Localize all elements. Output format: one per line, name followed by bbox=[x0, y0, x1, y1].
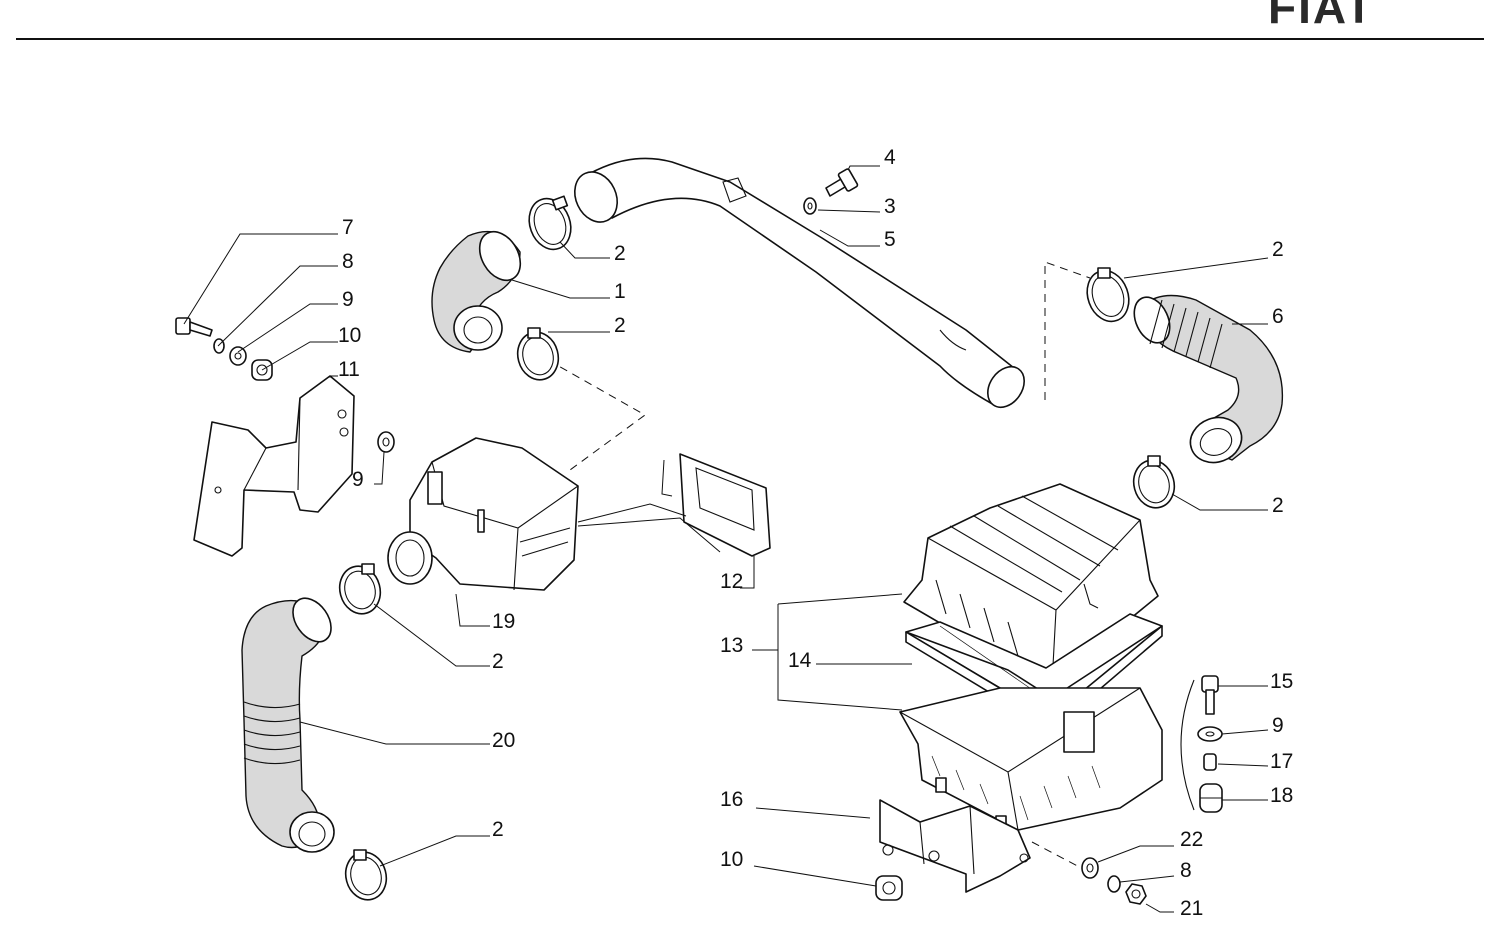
callout-12: 12 bbox=[720, 570, 743, 593]
callout-10a: 10 bbox=[338, 324, 361, 347]
callout-2e: 2 bbox=[492, 650, 504, 673]
callout-4: 4 bbox=[884, 146, 896, 169]
callout-14: 14 bbox=[788, 649, 812, 672]
callout-15: 15 bbox=[1270, 670, 1293, 693]
part-air-flow-meter-19 bbox=[387, 437, 579, 591]
part-filter-housing bbox=[899, 687, 1163, 831]
part-clamp-2-right-top bbox=[1086, 267, 1130, 323]
callout-22: 22 bbox=[1180, 828, 1203, 851]
part-nut-21 bbox=[1125, 883, 1147, 905]
callout-20: 20 bbox=[492, 729, 515, 752]
part-washer-9-right bbox=[1197, 726, 1223, 742]
callout-9b: 9 bbox=[352, 468, 364, 491]
assembly-dashed-lines bbox=[547, 261, 1091, 871]
callout-3: 3 bbox=[884, 195, 896, 218]
part-spacer-17 bbox=[1203, 753, 1217, 771]
part-washer-3 bbox=[803, 197, 817, 215]
part-bolt-15 bbox=[1201, 675, 1219, 715]
part-clamp-2-upper bbox=[528, 195, 572, 251]
callout-6: 6 bbox=[1272, 305, 1284, 328]
part-gasket-12 bbox=[679, 453, 771, 557]
part-spring-washer-8-bottom bbox=[1107, 875, 1121, 893]
part-washer-22 bbox=[1081, 857, 1099, 879]
callout-19: 19 bbox=[492, 610, 515, 633]
part-elbow-hose-1 bbox=[431, 230, 522, 353]
callout-16: 16 bbox=[720, 788, 743, 811]
brand-logo: FIAT bbox=[1268, 0, 1394, 24]
part-clamp-2-right-low bbox=[1132, 455, 1176, 509]
callout-17: 17 bbox=[1270, 750, 1293, 773]
callout-13: 13 bbox=[720, 634, 743, 657]
leader-lines bbox=[183, 165, 1269, 913]
callout-11: 11 bbox=[338, 358, 360, 381]
part-clamp-2-left bbox=[338, 563, 382, 615]
part-group-bracket bbox=[1180, 679, 1195, 811]
callout-10b: 10 bbox=[720, 848, 743, 871]
callout-2f: 2 bbox=[492, 818, 504, 841]
brand-logo-text: FIAT bbox=[1268, 0, 1375, 24]
part-clamp-2-bottom bbox=[344, 849, 388, 901]
callout-2a: 2 bbox=[614, 242, 626, 265]
part-washer-9-mid bbox=[377, 431, 395, 453]
callout-labels: 4 3 5 2 1 2 2 6 2 7 8 9 10 11 9 12 19 2 … bbox=[338, 146, 1293, 920]
part-clamp-2-mid bbox=[516, 327, 560, 381]
part-bolt-4 bbox=[825, 168, 859, 197]
part-bolt-7 bbox=[175, 317, 213, 337]
callout-8b: 8 bbox=[1180, 859, 1192, 882]
header-rule bbox=[16, 38, 1484, 40]
part-washer-9-left bbox=[229, 346, 247, 366]
part-intake-tube bbox=[574, 157, 1025, 409]
callout-5: 5 bbox=[884, 228, 896, 251]
callout-2d: 2 bbox=[1272, 494, 1284, 517]
callout-8a: 8 bbox=[342, 250, 354, 273]
callout-1: 1 bbox=[614, 280, 626, 303]
part-bracket-11 bbox=[193, 375, 355, 557]
callout-2b: 2 bbox=[614, 314, 626, 337]
part-mount-18 bbox=[1199, 783, 1223, 813]
part-corrugated-hose-6 bbox=[1133, 294, 1284, 464]
callout-7: 7 bbox=[342, 216, 354, 239]
callout-18: 18 bbox=[1270, 784, 1293, 807]
callout-21: 21 bbox=[1180, 897, 1203, 920]
callout-9a: 9 bbox=[342, 288, 354, 311]
callout-9c: 9 bbox=[1272, 714, 1284, 737]
part-lower-hose-20 bbox=[241, 597, 335, 853]
callout-2c: 2 bbox=[1272, 238, 1284, 261]
part-grommet-10-bottom bbox=[875, 875, 903, 901]
part-bracket-16 bbox=[879, 799, 1031, 893]
